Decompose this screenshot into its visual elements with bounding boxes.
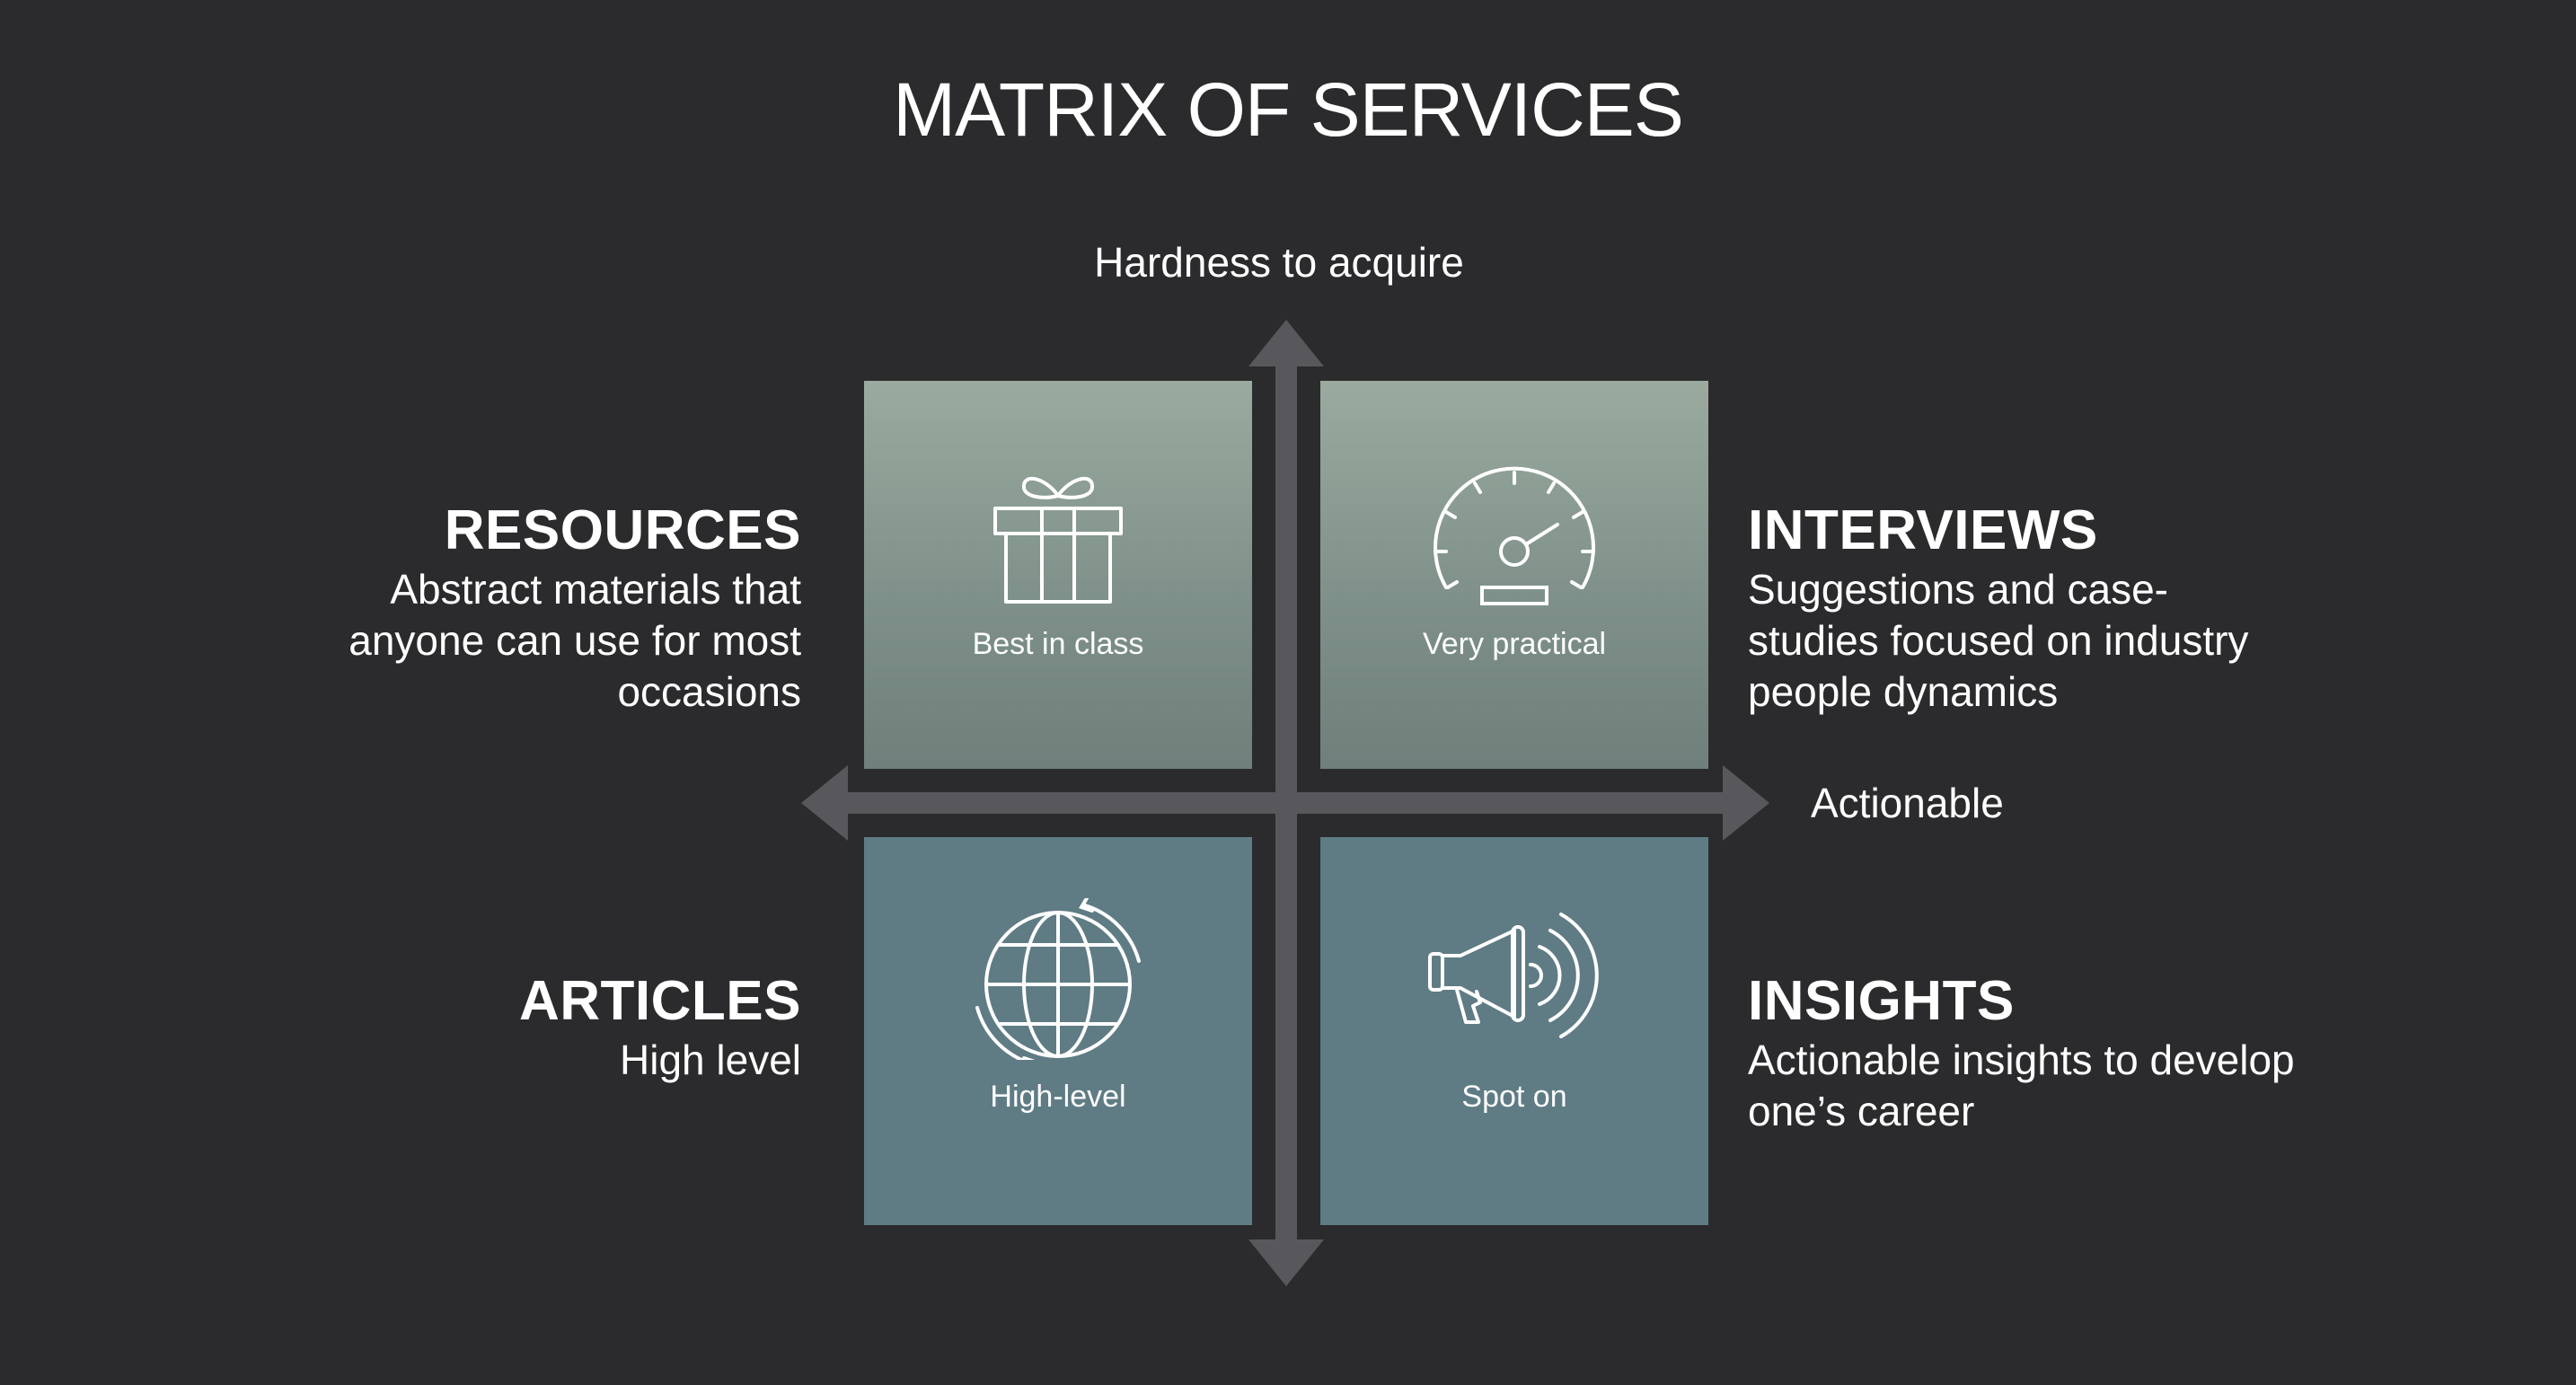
tile-insights: Spot on <box>1320 837 1708 1225</box>
page-title: MATRIX OF SERVICES <box>893 67 1684 152</box>
interviews-description-line: people dynamics <box>1748 668 2059 715</box>
tile-caption: High-level <box>990 1080 1126 1114</box>
insights-description-line: Actionable insights to develop <box>1748 1037 2295 1083</box>
insights-block: INSIGHTS Actionable insights to develop … <box>1748 968 2395 1137</box>
resources-block: RESOURCES Abstract materials that anyone… <box>154 498 801 718</box>
arrow-up-head <box>1248 320 1324 366</box>
resources-description-line: occasions <box>617 668 801 715</box>
tile-resources: Best in class <box>864 381 1252 769</box>
megaphone-icon <box>1428 913 1599 1038</box>
resources-heading: RESOURCES <box>444 499 801 561</box>
tile-articles: High-level <box>864 837 1252 1225</box>
articles-heading: ARTICLES <box>519 970 801 1032</box>
insights-heading: INSIGHTS <box>1748 970 2015 1032</box>
interviews-description-line: studies focused on industry <box>1748 617 2249 664</box>
arrow-left-head <box>801 765 848 841</box>
horizontal-axis-line <box>844 792 1726 814</box>
interviews-description-line: Suggestions and case- <box>1748 566 2168 613</box>
resources-description-line: Abstract materials that <box>390 566 801 613</box>
resources-description-line: anyone can use for most <box>348 617 801 664</box>
horizontal-axis-label: Actionable <box>1811 780 2004 826</box>
vertical-axis-label: Hardness to acquire <box>1094 239 1464 286</box>
gift-icon <box>993 476 1123 604</box>
globe-icon <box>975 898 1141 1060</box>
tile-caption: Spot on <box>1461 1080 1567 1114</box>
articles-description-line: High level <box>620 1037 801 1083</box>
speedometer-icon <box>1434 466 1595 605</box>
interviews-heading: INTERVIEWS <box>1748 499 2098 561</box>
insights-description-line: one’s career <box>1748 1088 1975 1134</box>
tile-caption: Best in class <box>972 627 1144 661</box>
interviews-block: INTERVIEWS Suggestions and case- studies… <box>1748 498 2395 718</box>
tile-interviews: Very practical <box>1320 381 1708 769</box>
tile-caption: Very practical <box>1422 627 1607 661</box>
arrow-right-head <box>1723 765 1769 841</box>
arrow-down-head <box>1248 1239 1324 1286</box>
articles-block: ARTICLES High level <box>154 968 801 1086</box>
